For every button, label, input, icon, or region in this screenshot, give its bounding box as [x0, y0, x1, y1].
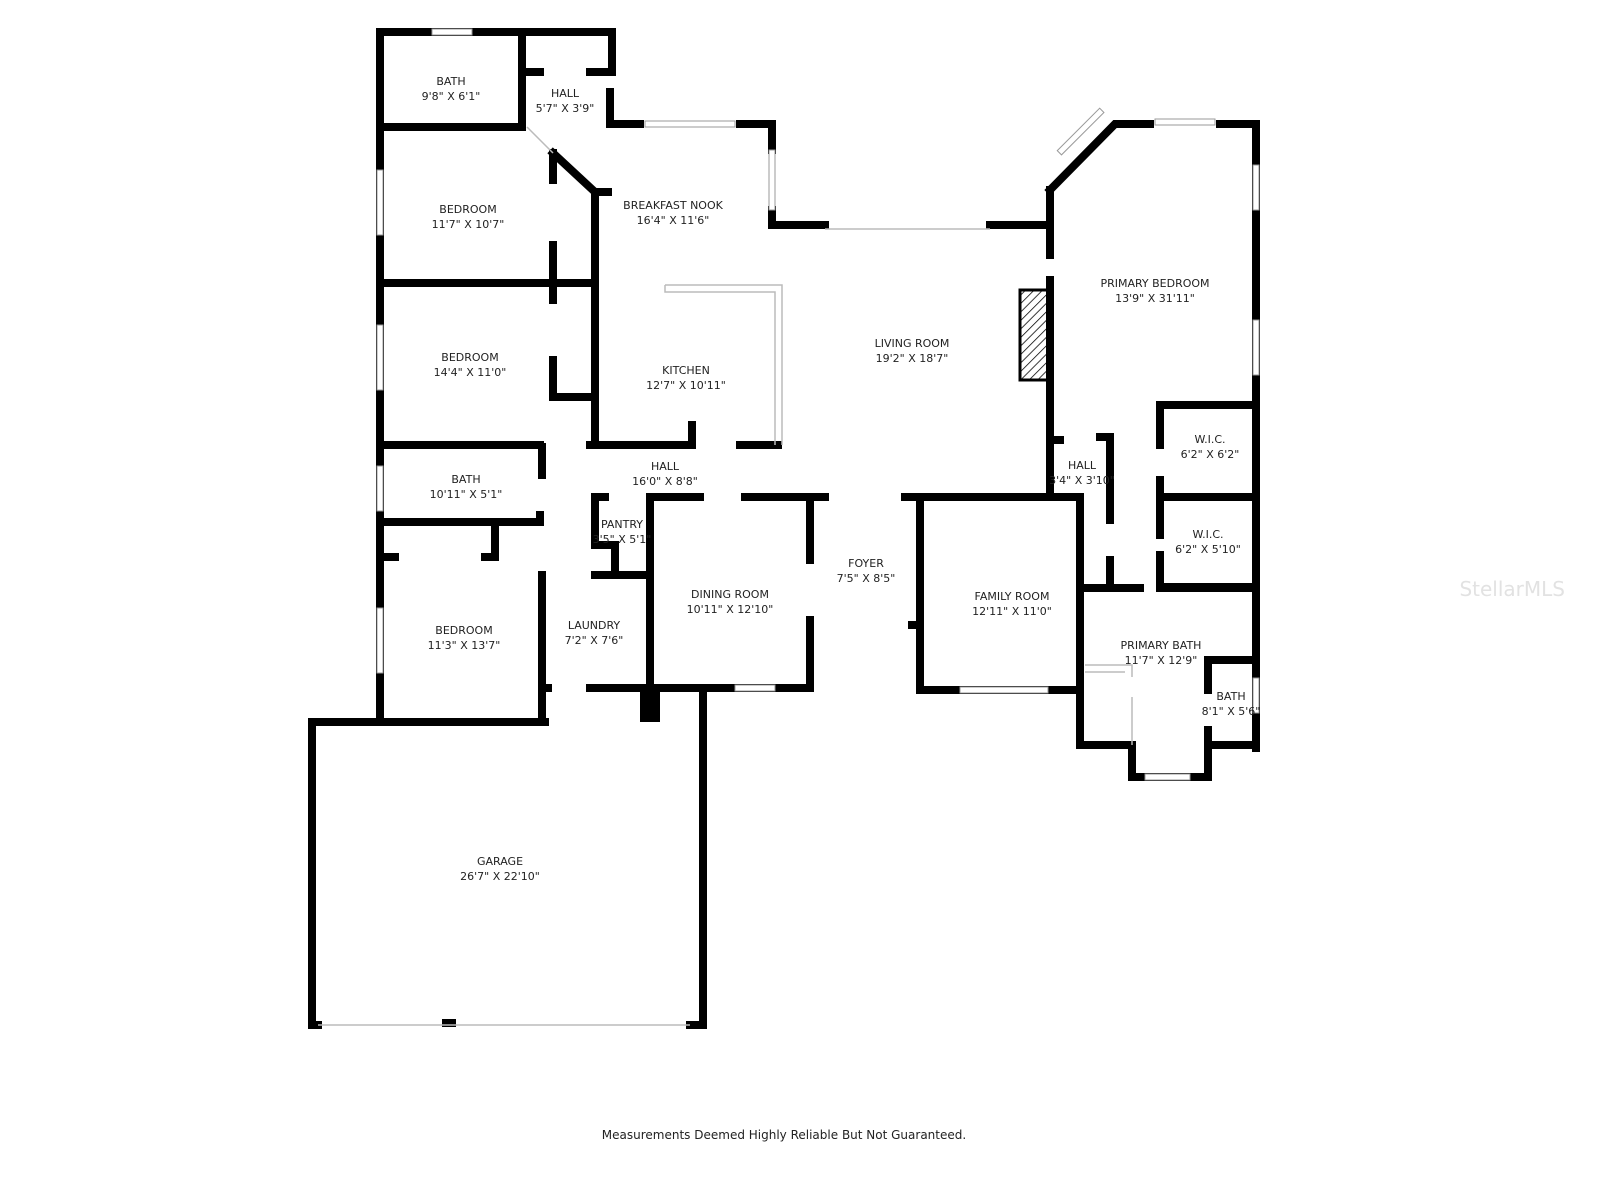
room-name: PANTRY — [601, 518, 643, 531]
windows — [376, 28, 1260, 781]
fireplace — [1018, 288, 1050, 382]
room-name: PRIMARY BEDROOM — [1100, 277, 1209, 290]
room-size: 11'7" X 10'7" — [432, 218, 505, 231]
room-name: LAUNDRY — [568, 619, 621, 632]
room-size: 12'7" X 10'11" — [646, 379, 726, 392]
room-name: HALL — [551, 87, 580, 100]
room-name: W.I.C. — [1194, 433, 1225, 446]
room-name: FOYER — [848, 557, 884, 570]
room-name: BATH — [436, 75, 465, 88]
room-size: 6'2" X 6'2" — [1181, 448, 1240, 461]
room-size: 7'5" X 8'5" — [837, 572, 896, 585]
room-labels: BATH 9'8" X 6'1" HALL 5'7" X 3'9" BEDROO… — [422, 75, 1261, 883]
column — [640, 690, 660, 722]
disclaimer: Measurements Deemed Highly Reliable But … — [601, 1128, 967, 1142]
room-name: BEDROOM — [435, 624, 492, 637]
room-name: LIVING ROOM — [875, 337, 950, 350]
room-size: 10'11" X 5'1" — [430, 488, 503, 501]
room-size: 26'7" X 22'10" — [460, 870, 540, 883]
room-name: BREAKFAST NOOK — [623, 199, 723, 212]
room-name: BEDROOM — [441, 351, 498, 364]
room-name: HALL — [1068, 459, 1097, 472]
room-size: 14'4" X 11'0" — [434, 366, 507, 379]
room-size: 8'1" X 5'6" — [1202, 705, 1261, 718]
room-name: HALL — [651, 460, 680, 473]
room-name: GARAGE — [477, 855, 523, 868]
room-size: 7'2" X 7'6" — [565, 634, 624, 647]
room-size: 16'0" X 8'8" — [632, 475, 698, 488]
room-size: 19'2" X 18'7" — [876, 352, 949, 365]
room-size: 11'7" X 12'9" — [1125, 654, 1198, 667]
room-name: BATH — [1216, 690, 1245, 703]
room-name: W.I.C. — [1192, 528, 1223, 541]
room-name: BEDROOM — [439, 203, 496, 216]
room-name: PRIMARY BATH — [1121, 639, 1202, 652]
room-name: DINING ROOM — [691, 588, 769, 601]
room-name: FAMILY ROOM — [975, 590, 1050, 603]
watermark: StellarMLS — [1459, 577, 1565, 601]
room-size: 9'8" X 6'1" — [422, 90, 481, 103]
room-size: 5'7" X 3'9" — [536, 102, 595, 115]
room-size: 6'2" X 5'10" — [1175, 543, 1241, 556]
room-size: 3'4" X 3'10" — [1049, 474, 1115, 487]
room-name: BATH — [451, 473, 480, 486]
room-size: 10'11" X 12'10" — [687, 603, 774, 616]
room-size: 16'4" X 11'6" — [637, 214, 710, 227]
room-size: 3'5" X 5'1" — [593, 533, 652, 546]
thin-lines — [318, 126, 1133, 1026]
room-name: KITCHEN — [662, 364, 710, 377]
room-size: 12'11" X 11'0" — [972, 605, 1052, 618]
walls — [308, 28, 1260, 1029]
room-size: 11'3" X 13'7" — [428, 639, 501, 652]
room-size: 13'9" X 31'11" — [1115, 292, 1195, 305]
